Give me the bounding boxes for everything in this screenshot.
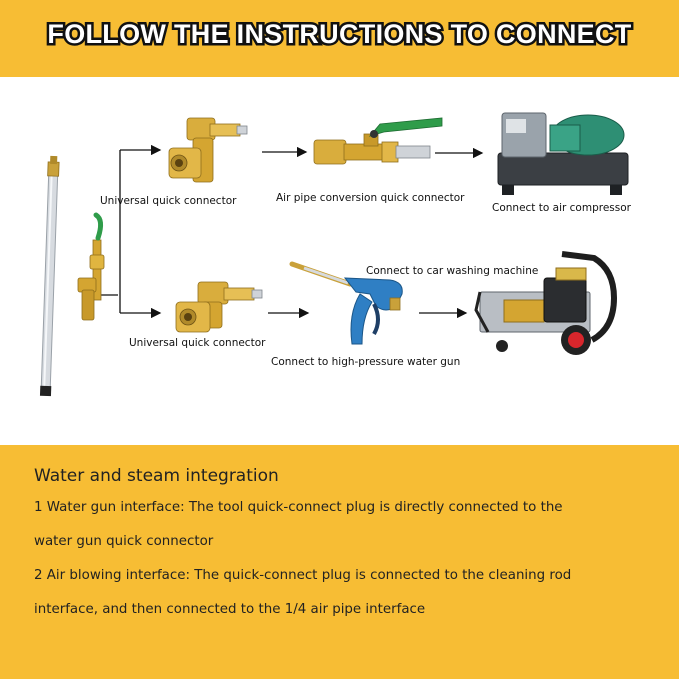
info-line-3: 2 Air blowing interface: The quick-conne… [34, 568, 572, 583]
air-pipe-connector-image [313, 117, 443, 165]
page-title: FOLLOW THE INSTRUCTIONS TO CONNECT [45, 17, 634, 52]
quick-connector-bottom-image [175, 281, 263, 333]
label-universal-quick-connector-top: Universal quick connector [100, 195, 237, 207]
info-line-2: water gun quick connector [34, 534, 214, 549]
info-heading: Water and steam integration [34, 466, 279, 486]
info-line-1: 1 Water gun interface: The tool quick-co… [34, 500, 563, 515]
info-line-4: interface, and then connected to the 1/4… [34, 602, 426, 617]
quick-connector-top-image [168, 117, 248, 183]
label-connect-air-compressor: Connect to air compressor [492, 202, 631, 214]
cleaning-rod-image [39, 155, 105, 397]
label-connect-car-washing-machine: Connect to car washing machine [366, 265, 539, 277]
air-compressor-image [497, 112, 629, 195]
info-panel [0, 445, 679, 679]
header-banner [0, 0, 679, 77]
label-connect-water-gun: Connect to high-pressure water gun [271, 356, 461, 368]
label-air-pipe-conversion: Air pipe conversion quick connector [276, 192, 465, 204]
label-universal-quick-connector-bottom: Universal quick connector [129, 337, 266, 349]
car-washing-machine-image [474, 251, 618, 355]
water-gun-image [289, 261, 403, 345]
